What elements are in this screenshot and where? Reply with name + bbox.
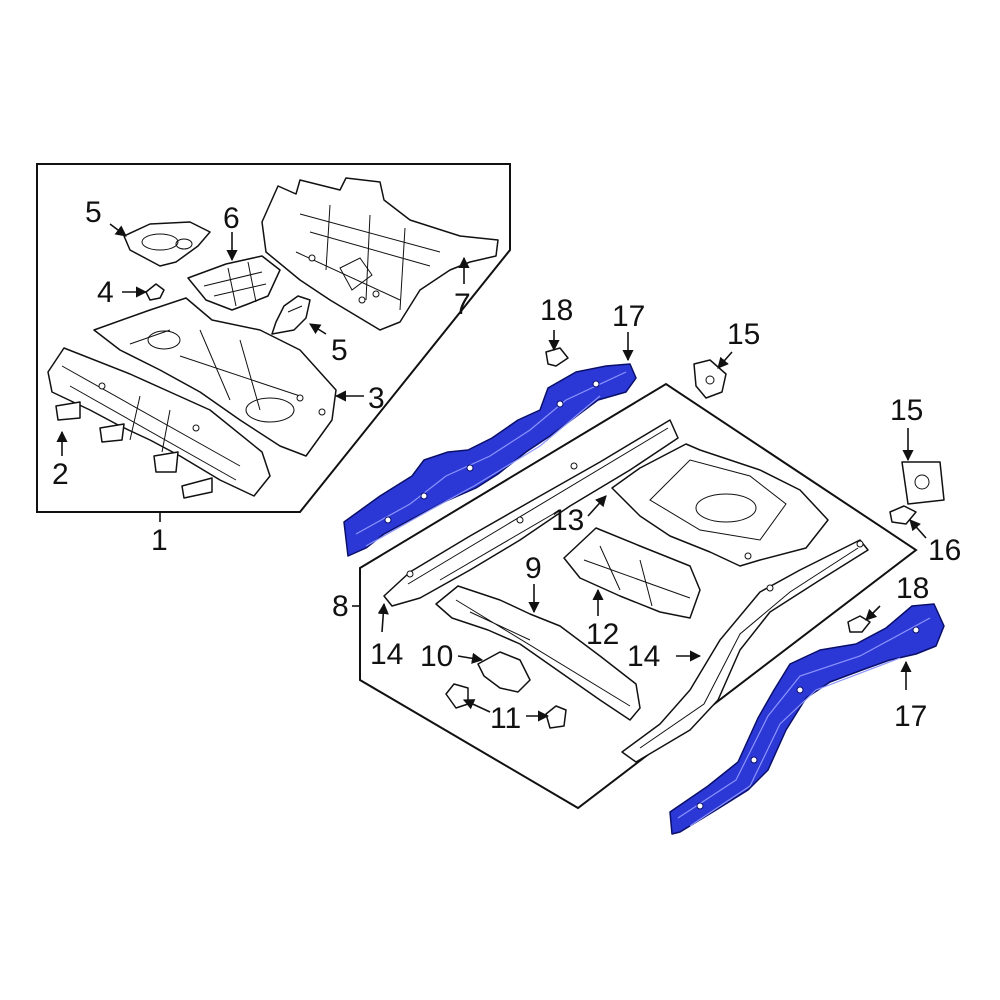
callout-15: 15 (727, 318, 760, 351)
rear-side-member-part-17a[interactable] (343, 363, 637, 557)
callout-11: 11 (490, 702, 521, 735)
reinforcement-part-6[interactable] (187, 255, 281, 311)
bracket-part-5a[interactable] (123, 221, 211, 267)
callout-6: 6 (223, 202, 240, 235)
bracket-part-18a[interactable] (545, 347, 569, 367)
callout-5: 5 (331, 334, 348, 367)
callout-14: 14 (627, 640, 660, 673)
callout-18: 18 (540, 294, 573, 327)
callout-3: 3 (368, 382, 385, 415)
spare-tire-pan-part-13[interactable] (611, 443, 829, 567)
callout-15: 15 (890, 394, 923, 427)
floor-side-member-part-2[interactable] (47, 347, 271, 499)
bracket-part-10[interactable] (477, 651, 531, 693)
bracket-part-4[interactable] (145, 283, 165, 301)
bracket-part-11a[interactable] (445, 683, 469, 709)
rear-side-member-part-17b[interactable] (669, 603, 945, 835)
callout-10: 10 (420, 640, 453, 673)
callout-13: 13 (551, 504, 584, 537)
callout-12: 12 (586, 618, 619, 651)
assembly-1-box (36, 163, 511, 513)
callout-7: 7 (454, 288, 471, 321)
callout-14: 14 (370, 638, 403, 671)
callout-18: 18 (896, 572, 929, 605)
plate-part-15a[interactable] (693, 359, 727, 399)
callout-labels: 5 6 4 5 3 2 7 1 18 17 15 15 16 18 17 13 … (52, 196, 961, 735)
callout-2: 2 (52, 458, 69, 491)
bracket-part-11b[interactable] (545, 705, 567, 729)
assembly-8-box (359, 382, 918, 810)
callout-1: 1 (151, 524, 168, 557)
callout-8: 8 (332, 590, 349, 623)
leader-lines (56, 223, 927, 722)
crossmember-part-9[interactable] (435, 585, 641, 721)
front-floor-pan-part-3[interactable] (93, 297, 337, 457)
callout-4: 4 (97, 276, 114, 309)
plate-part-15b[interactable] (901, 461, 945, 505)
floor-panel-part-12[interactable] (563, 527, 701, 619)
bracket-part-5b[interactable] (271, 295, 311, 335)
callout-16: 16 (928, 534, 961, 567)
rear-floor-pan-part-7[interactable] (261, 177, 499, 331)
callout-5: 5 (85, 196, 102, 229)
callout-9: 9 (525, 552, 542, 585)
frame-rail-part-14b[interactable] (621, 539, 869, 763)
frame-rail-part-14a[interactable] (383, 419, 679, 607)
callout-17: 17 (894, 700, 927, 733)
bracket-part-18b[interactable] (847, 615, 871, 633)
callout-17: 17 (612, 300, 645, 333)
